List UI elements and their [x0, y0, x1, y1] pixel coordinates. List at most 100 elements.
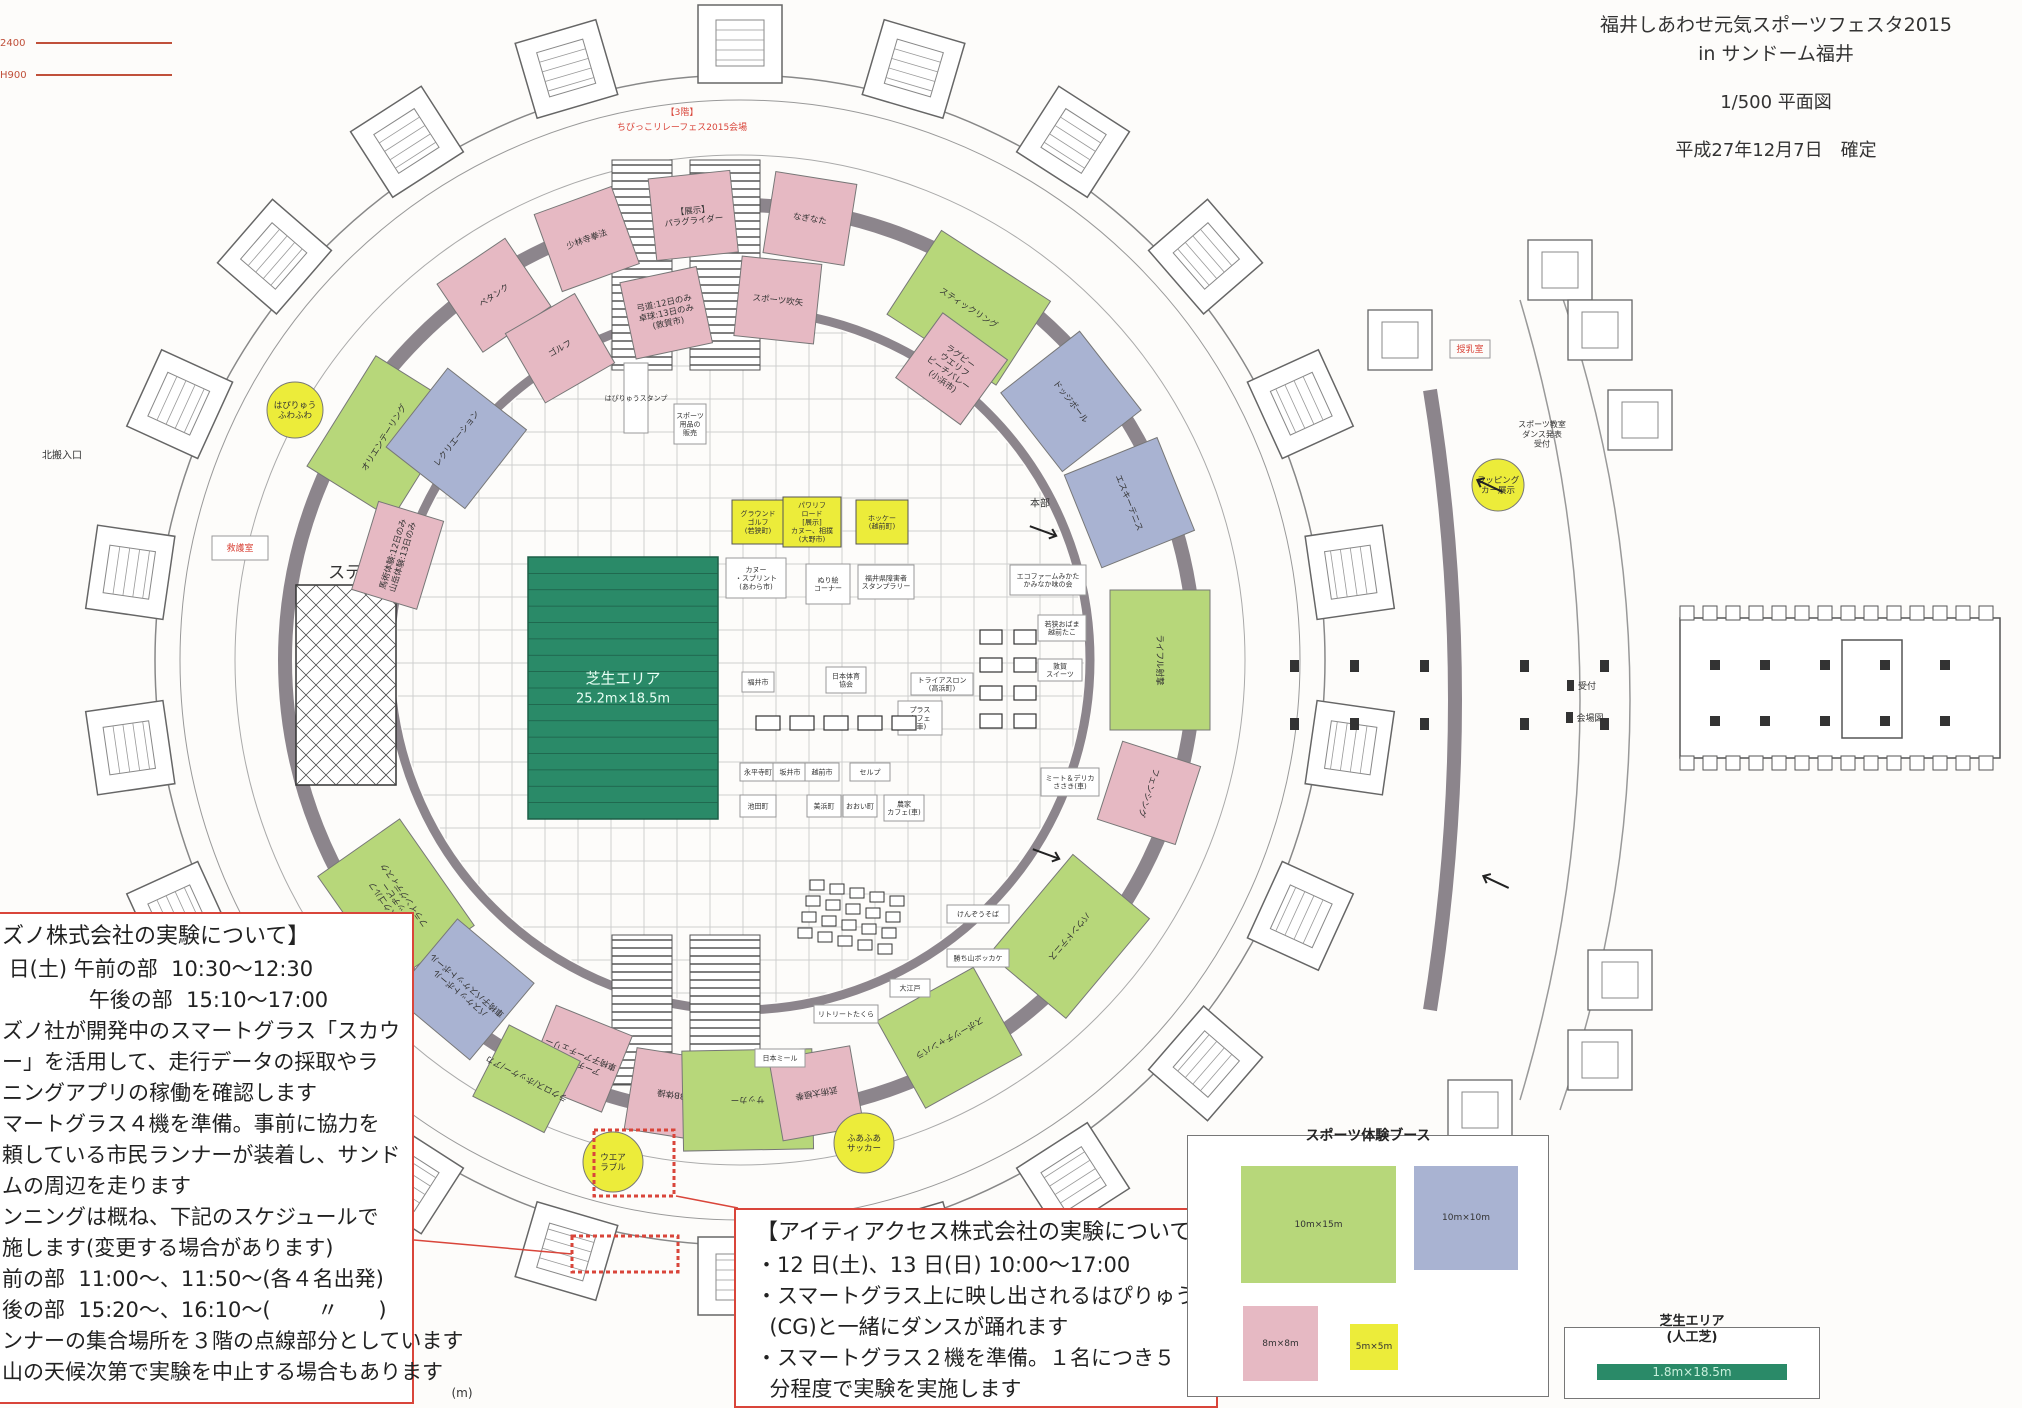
stair-step [122, 724, 131, 773]
facade-pillar [1710, 660, 1720, 670]
stall-label: グラウンドゴルフ(若狭町) [741, 509, 776, 535]
stair-step [1330, 721, 1338, 770]
facade-pillar [1820, 716, 1830, 726]
stage-truss [375, 724, 397, 746]
note-line: (CG)と一緒にダンスが踊れます [756, 1315, 1069, 1339]
stage-truss [375, 684, 397, 706]
stair-step [1349, 724, 1358, 773]
stair-step [174, 384, 196, 429]
stall: けんぞうそば [946, 904, 1010, 924]
facade-crenel [1725, 755, 1741, 771]
stall-label: 池田町 [748, 801, 769, 810]
stair-step [1054, 1168, 1096, 1195]
note-line: 日(土) 午前の部 10:30〜12:30 [2, 957, 314, 981]
reception-marker [1567, 680, 1574, 691]
booth-label: ライフル射撃 [1154, 634, 1165, 686]
plan-label-line: 勝ち山ボッカケ [954, 953, 1003, 962]
legend-2400: 2400 [0, 38, 25, 49]
plan-label-line: ラッピング [1477, 475, 1520, 486]
plan-label-line: 福井市 [748, 677, 769, 686]
plan-label-line: 3B体操 [656, 1086, 686, 1101]
round-spot: ふあふあサッカー [833, 1112, 895, 1174]
stage-truss [295, 704, 317, 726]
stair-step [1349, 547, 1358, 596]
stair-tower-box [216, 198, 333, 315]
stair-tower-inner [536, 38, 597, 98]
flow-arrow [1029, 525, 1058, 540]
stage-truss [315, 664, 337, 686]
stair-step [539, 1257, 586, 1272]
stall: リトリートたくら [813, 1004, 879, 1024]
stair-tower-box [1246, 860, 1355, 972]
stair-step [395, 141, 437, 169]
round-spot-circle [833, 1112, 895, 1174]
stair-step [1293, 895, 1315, 940]
stair-step [132, 722, 141, 771]
stall: パワリフロード[展示]カヌー、相撲(大野市) [782, 496, 842, 548]
reception-room-label: 授乳室 [1456, 343, 1483, 355]
stair-tower [1304, 524, 1396, 621]
booth-paraglider: 【展示】パラグライダー [647, 169, 739, 262]
booth-naginata: なぎなた [762, 171, 858, 266]
stage-truss [355, 684, 377, 706]
facade-core [1841, 639, 1903, 739]
stage-truss [335, 604, 357, 626]
stair-tower-box [514, 1200, 619, 1302]
stall: 福井県障害者スタンプラリー [857, 564, 915, 600]
plan-label-line: エコファームみかた [1017, 572, 1080, 580]
booth-shorinji: 少林寺拳法 [533, 185, 640, 293]
note-line: 山の天候次第で実験を中止する場合もあります [2, 1360, 443, 1384]
stage-truss [315, 684, 337, 706]
stall: セルプ [849, 762, 891, 782]
table-set [817, 931, 833, 943]
booth-box [1000, 330, 1142, 473]
facade-pillar [1760, 716, 1770, 726]
plan-label-line: (大野市) [799, 534, 826, 543]
facade-crenel [1817, 605, 1833, 621]
third-floor-title: 【3階】 [666, 107, 699, 118]
wing-wall [1423, 388, 1462, 1012]
stage-outline [295, 584, 397, 786]
stair-tower-box [514, 18, 619, 120]
booth-eskey-tennis: エスキーテニス [1063, 436, 1196, 569]
lobby-pillar [1600, 660, 1609, 672]
round-spot-label: ウエアラブル [600, 1153, 626, 1173]
stair-step [1284, 891, 1306, 936]
lobby-pillar [1290, 718, 1299, 730]
stage-truss [295, 624, 317, 646]
facade-crenel [1771, 605, 1787, 621]
wing-outline [1519, 299, 1581, 1101]
booth-box [392, 918, 535, 1061]
legend-h900: H900 [0, 70, 27, 81]
stair-step [1177, 248, 1210, 286]
stair-tower-box [697, 4, 783, 84]
stall-label: 敦賀スイーツ [1046, 661, 1074, 678]
mizuno-note-lines: ズノ株式会社の実験について】 日(土) 午前の部 10:30〜12:30 午後の… [2, 920, 463, 1388]
plan-label-line: コーナー [814, 585, 842, 593]
facade-crenel [1748, 605, 1764, 621]
callout-line [675, 1195, 739, 1209]
note-line: ー」を活用して、走行データの採取やラ [2, 1050, 379, 1074]
stair-step [1293, 380, 1315, 425]
stall-box [855, 499, 909, 545]
stair-step [247, 229, 280, 266]
stair-step [255, 235, 288, 273]
stall-label: 農家カフェ(車) [887, 799, 921, 816]
facade-crenel [1909, 755, 1925, 771]
stair-tower [84, 699, 176, 796]
wing-tower [1587, 949, 1653, 1011]
facade-crenel [1748, 755, 1764, 771]
plan-label-line: 日本ミール [763, 1053, 798, 1062]
note-line: ・スマートグラス上に映し出されるはぴりゅう [756, 1284, 1196, 1308]
plan-label-line: 用品の [680, 420, 701, 428]
table-set [755, 715, 781, 731]
plan-label-line: ラブル [600, 1162, 626, 1173]
stall-label: プラスカフェ(車) [910, 706, 931, 731]
table-set [841, 919, 857, 931]
stall: ぬり絵コーナー [805, 563, 851, 605]
stair-tower [514, 18, 619, 120]
stair-step [1359, 546, 1368, 595]
lobby-pillar [1420, 718, 1429, 730]
north-entrance-label: 北搬入口 [42, 449, 82, 462]
stair-step [545, 1238, 592, 1253]
